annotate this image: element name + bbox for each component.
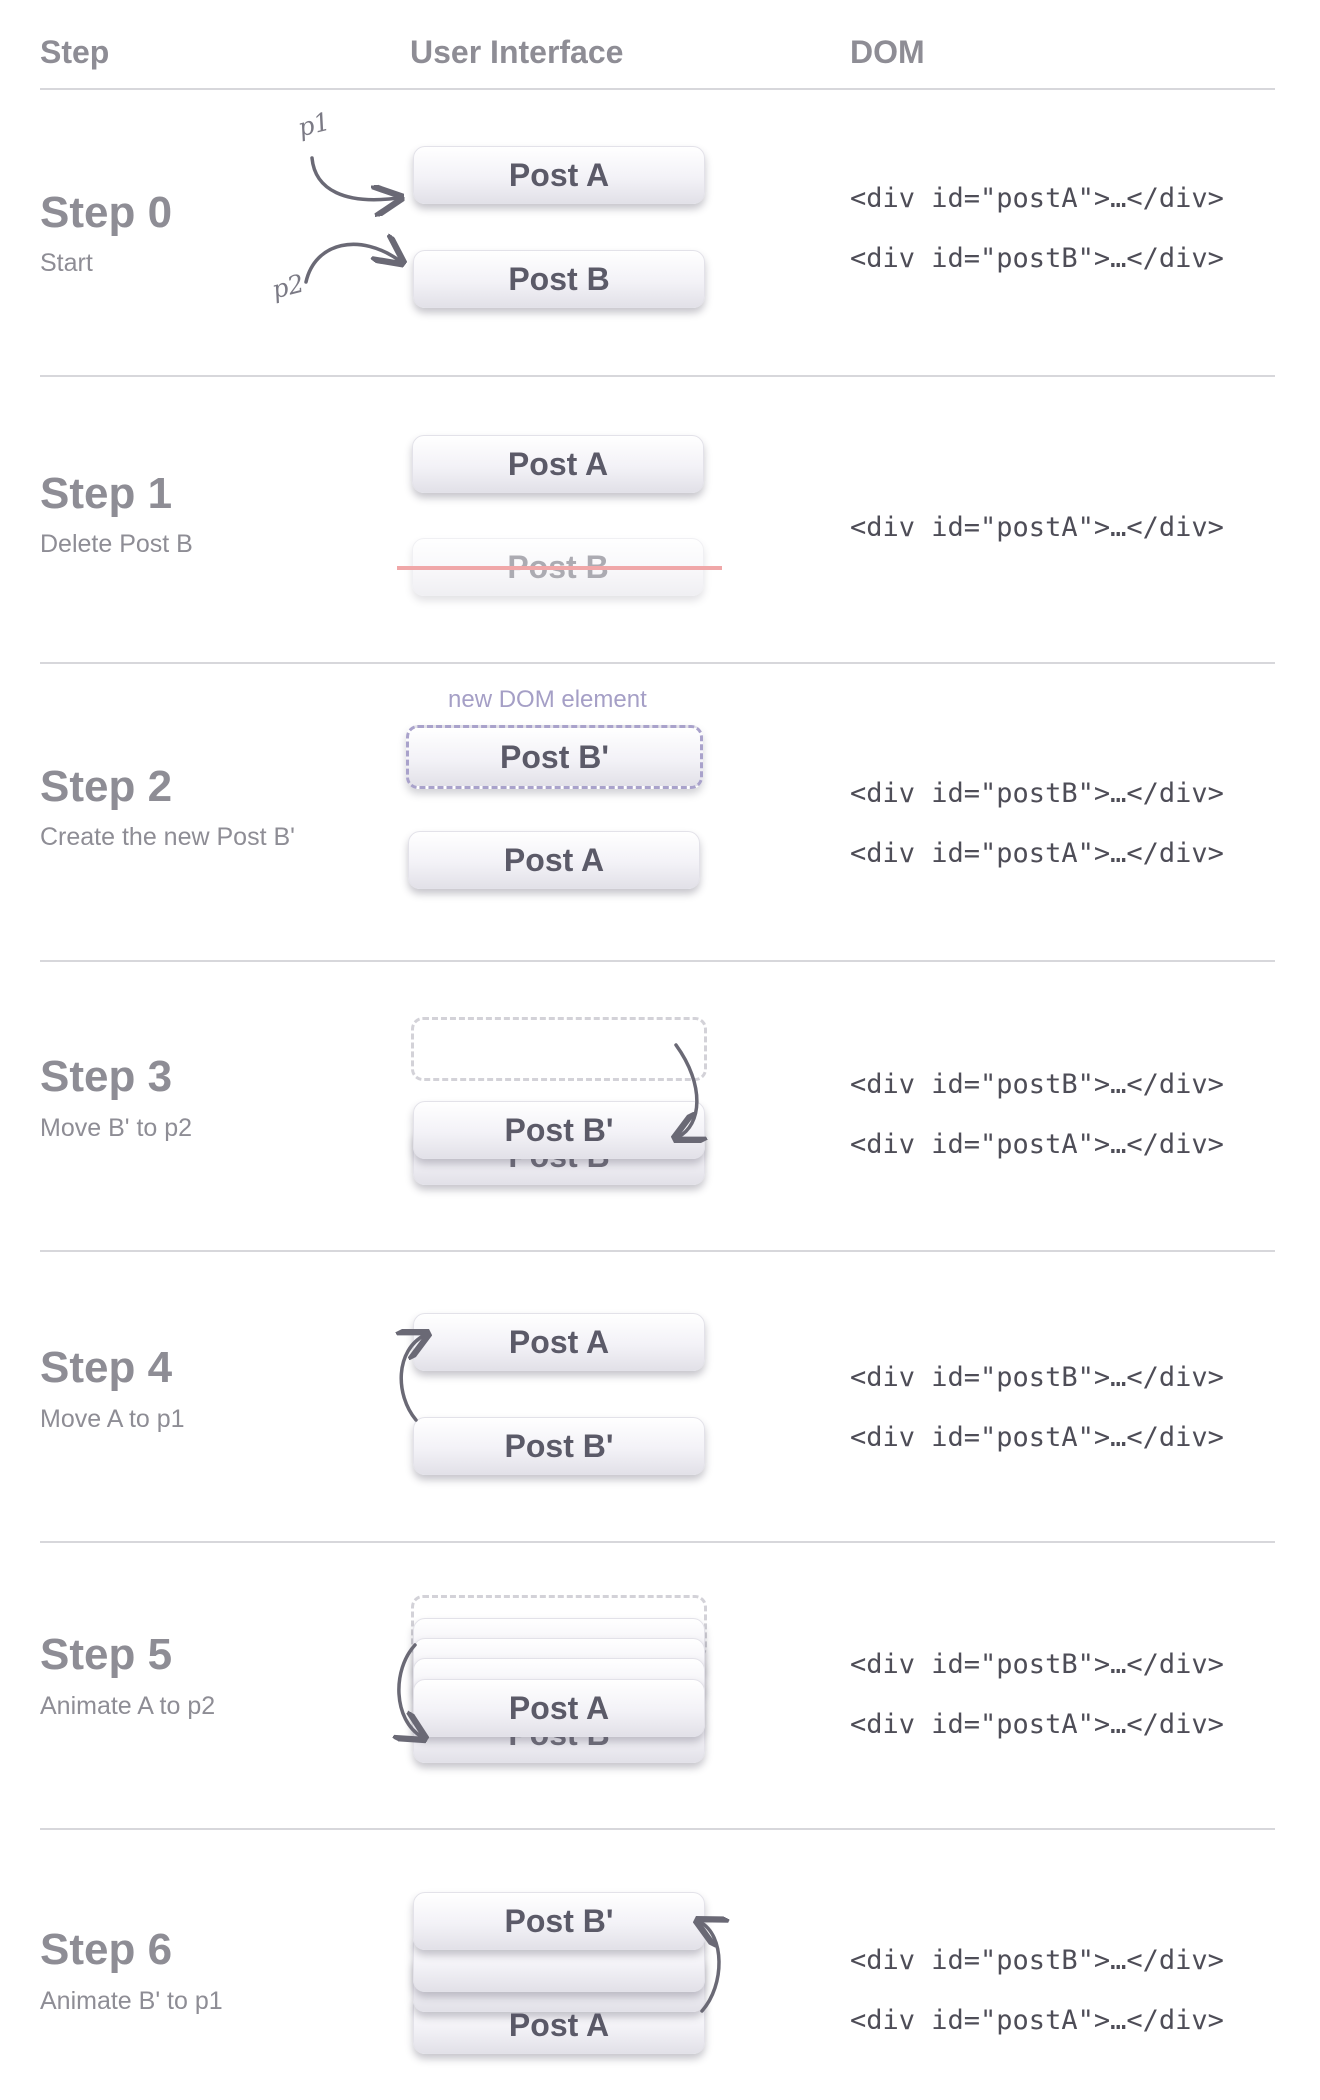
step-title: Step 2 bbox=[40, 762, 173, 811]
step-title: Step 0 bbox=[40, 188, 173, 237]
column-header-step: Step bbox=[40, 34, 110, 70]
post-a-card: Post A bbox=[413, 1679, 705, 1737]
p2-arrow bbox=[304, 244, 400, 284]
post-b-prime-card: Post B' bbox=[413, 1101, 705, 1159]
step-divider bbox=[40, 1541, 1275, 1543]
dom-line-post-b: <div id="postB">…</div> bbox=[850, 1069, 1224, 1100]
post-b-prime-card: Post B' bbox=[413, 1892, 705, 1950]
p2-position-label: p2 bbox=[268, 268, 307, 305]
step-title: Step 3 bbox=[40, 1052, 173, 1101]
dom-line-post-b: <div id="postB">…</div> bbox=[850, 1362, 1224, 1393]
p1-position-label: p1 bbox=[294, 106, 333, 143]
step-subtitle: Animate B' to p1 bbox=[40, 1987, 223, 2015]
step-subtitle: Start bbox=[40, 249, 93, 277]
post-b-card: Post B bbox=[413, 250, 705, 308]
step-subtitle: Animate A to p2 bbox=[40, 1692, 216, 1720]
dom-line-post-a: <div id="postA">…</div> bbox=[850, 2005, 1224, 2036]
p1-arrow bbox=[310, 156, 398, 200]
post-a-card: Post A bbox=[413, 1313, 705, 1371]
step-title: Step 5 bbox=[40, 1630, 173, 1679]
step-divider bbox=[40, 960, 1275, 962]
step-divider bbox=[40, 1828, 1275, 1830]
post-a-card: Post A bbox=[413, 146, 705, 204]
step-subtitle: Delete Post B bbox=[40, 530, 193, 558]
column-header-dom: DOM bbox=[850, 34, 925, 70]
vacated-slot-outline bbox=[411, 1017, 707, 1081]
header-divider bbox=[40, 88, 1275, 90]
step-divider bbox=[40, 375, 1275, 377]
step-title: Step 6 bbox=[40, 1925, 173, 1974]
dom-line-post-a: <div id="postA">…</div> bbox=[850, 1129, 1224, 1160]
post-a-card: Post A bbox=[412, 435, 704, 493]
new-dom-element-label: new DOM element bbox=[448, 686, 647, 713]
column-header-ui: User Interface bbox=[410, 34, 624, 70]
post-b-prime-card: Post B' bbox=[413, 1417, 705, 1475]
dom-line-post-b: <div id="postB">…</div> bbox=[850, 1945, 1224, 1976]
step-subtitle: Move B' to p2 bbox=[40, 1114, 193, 1142]
dom-line-post-b: <div id="postB">…</div> bbox=[850, 1649, 1224, 1680]
step-divider bbox=[40, 662, 1275, 664]
step-divider bbox=[40, 1250, 1275, 1252]
dom-line-post-a: <div id="postA">…</div> bbox=[850, 183, 1224, 214]
strikethrough-line bbox=[397, 566, 722, 570]
step-subtitle: Create the new Post B' bbox=[40, 823, 295, 851]
new-post-b-prime-card: Post B' bbox=[406, 725, 703, 789]
dom-line-post-a: <div id="postA">…</div> bbox=[850, 838, 1224, 869]
dom-line-post-a: <div id="postA">…</div> bbox=[850, 1709, 1224, 1740]
dom-line-post-b: <div id="postB">…</div> bbox=[850, 243, 1224, 274]
dom-line-post-a: <div id="postA">…</div> bbox=[850, 1422, 1224, 1453]
dom-line-post-a: <div id="postA">…</div> bbox=[850, 512, 1224, 543]
step-subtitle: Move A to p1 bbox=[40, 1405, 185, 1433]
step-title: Step 4 bbox=[40, 1343, 173, 1392]
step-title: Step 1 bbox=[40, 469, 173, 518]
dom-line-post-b: <div id="postB">…</div> bbox=[850, 778, 1224, 809]
post-a-card: Post A bbox=[408, 831, 700, 889]
